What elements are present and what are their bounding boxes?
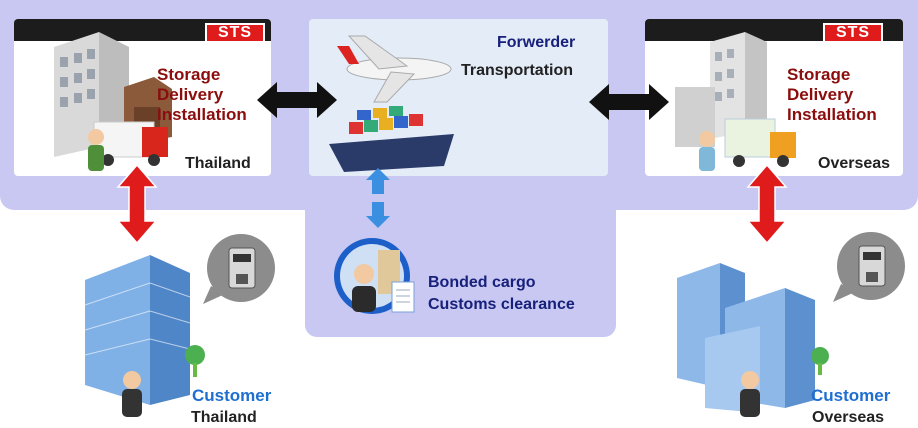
service-delivery: Delivery [157, 85, 224, 104]
customer-region-label: Overseas [812, 409, 885, 426]
sts-card-overseas: STS Storage Delivery Installation Overse… [645, 19, 903, 176]
sts-card-thailand: STS Storage Delivery Installation Thaila… [14, 19, 271, 176]
forwarder-card: Forwerder Transportation [309, 19, 608, 176]
customer-label: Customer [192, 386, 272, 405]
customer-label: Customer [811, 386, 891, 405]
blue-exchange-arrows-icon [366, 168, 390, 228]
region-label: Overseas [818, 155, 891, 172]
customer-building-icon [677, 263, 829, 417]
red-double-arrow-icon [746, 165, 788, 243]
coffee-machine-bubble-icon [833, 232, 905, 302]
sts-logo: STS [823, 23, 883, 43]
region-label: Thailand [185, 155, 251, 172]
warehouse-truck-icon [54, 32, 172, 171]
forwarder-subtitle: Transportation [461, 62, 574, 79]
plane-ship-icon [329, 35, 454, 172]
warehouse-truck-icon [675, 32, 796, 171]
customs-officer-icon [334, 238, 415, 314]
service-storage: Storage [157, 65, 221, 84]
customer-region-label: Thailand [191, 409, 257, 426]
red-double-arrow-icon [116, 165, 158, 243]
service-installation: Installation [787, 105, 877, 124]
bonded-cargo-label: Bonded cargo [428, 274, 536, 291]
customer-building-icon [84, 255, 205, 417]
customs-clearance-label: Customs clearance [428, 296, 575, 313]
double-arrow-icon [257, 82, 337, 118]
forwarder-title: Forwerder [497, 34, 576, 51]
service-installation: Installation [157, 105, 247, 124]
sts-logo: STS [205, 23, 265, 43]
double-arrow-icon [589, 84, 669, 120]
service-storage: Storage [787, 65, 851, 84]
service-delivery: Delivery [787, 85, 854, 104]
coffee-machine-bubble-icon [203, 234, 275, 304]
